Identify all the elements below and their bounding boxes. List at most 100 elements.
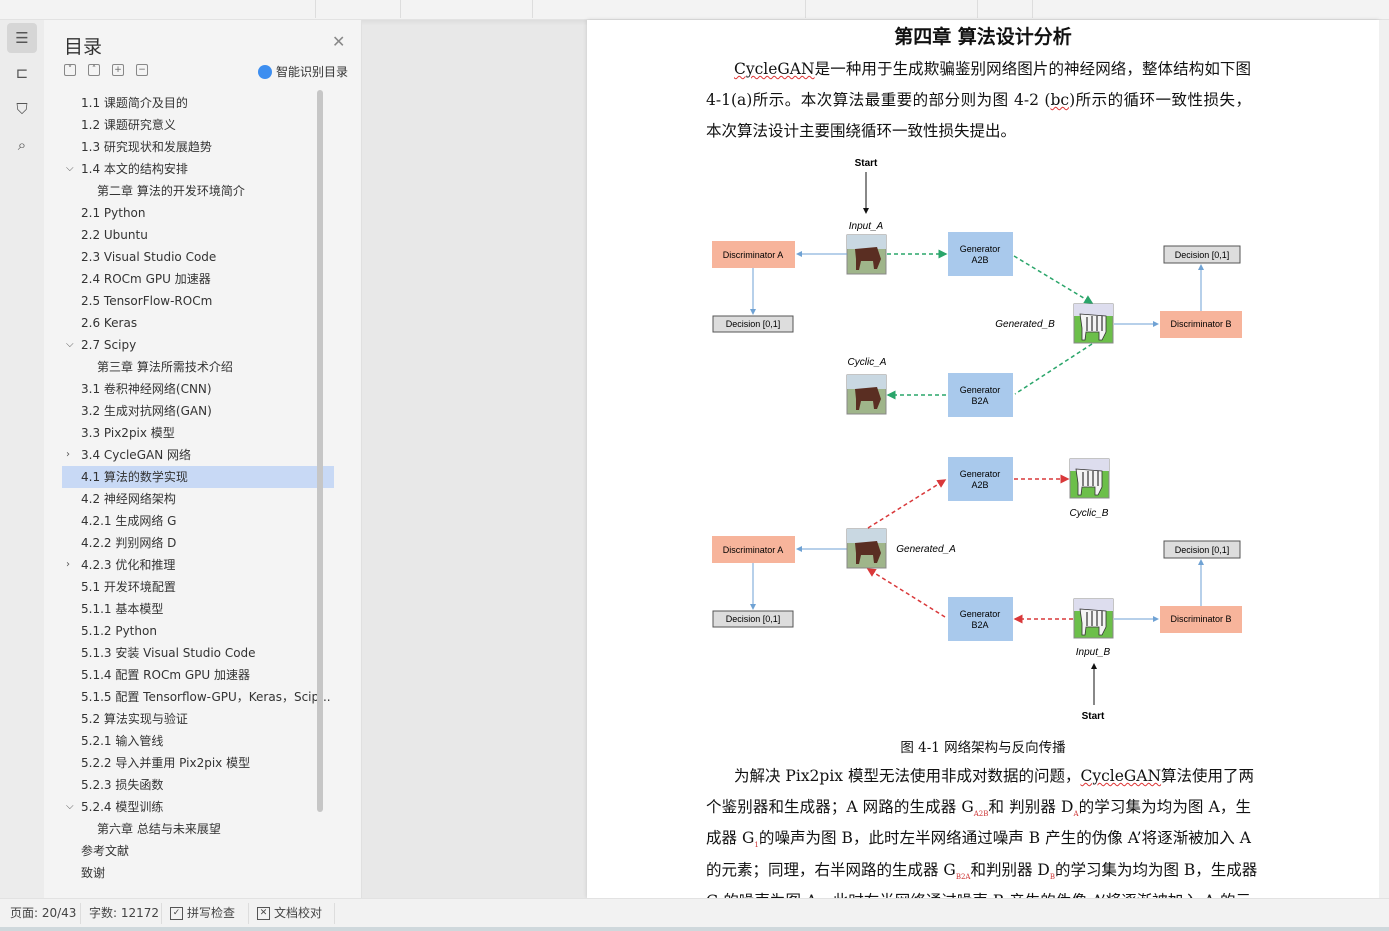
box-label: Decision [0,1] [726, 614, 781, 624]
toc-item[interactable]: 4.2 神经网络架构 [62, 488, 334, 510]
toc-item-label: 2.5 TensorFlow-ROCm [81, 294, 213, 308]
toc-item[interactable]: 4.1 算法的数学实现 [62, 466, 334, 488]
toc-item[interactable]: 3.1 卷积神经网络(CNN) [62, 378, 334, 400]
expand-up-icon[interactable]: ˄ [88, 64, 100, 76]
toc-item[interactable]: 2.3 Visual Studio Code [62, 246, 334, 268]
toc-item[interactable]: 4.2.1 生成网络 G [62, 510, 334, 532]
subscript: B [1049, 873, 1055, 882]
add-item-icon[interactable]: + [112, 64, 124, 76]
page-count[interactable]: 页面: 20/43 [10, 906, 77, 920]
subscript: B2A [955, 873, 971, 882]
search-icon[interactable]: ⌕ [17, 136, 27, 154]
subscript: A2B [973, 810, 989, 819]
box-label: Discriminator A [723, 545, 784, 555]
toc-item[interactable]: 5.1.1 基本模型 [62, 598, 334, 620]
toc-item-label: 5.2.1 输入管线 [81, 734, 164, 748]
toc-item[interactable]: 2.1 Python [62, 202, 334, 224]
toc-item-label: 4.2 神经网络架构 [81, 492, 176, 506]
chevron-right-icon[interactable]: › [66, 559, 70, 570]
proofread-button[interactable]: ✕文档校对 [257, 899, 322, 928]
toc-item-label: 2.3 Visual Studio Code [81, 250, 217, 264]
divider [977, 0, 978, 18]
smart-toc-label: 智能识别目录 [276, 65, 349, 79]
toc-item-label: 1.2 课题研究意义 [81, 118, 176, 132]
toc-item-label: 5.1.1 基本模型 [81, 602, 164, 616]
toc-list: 1.1 课题简介及目的 1.2 课题研究意义 1.3 研究现状和发展趋势 ⌵1.4 本… [62, 90, 354, 890]
toc-item[interactable]: 1.2 课题研究意义 [62, 114, 334, 136]
toc-item[interactable]: 2.2 Ubuntu [62, 224, 334, 246]
toc-item-label: 1.1 课题简介及目的 [81, 96, 188, 110]
spell-flag: bc [1050, 91, 1070, 109]
toc-panel-icon[interactable]: ☰ [7, 23, 37, 53]
toc-item[interactable]: 1.1 课题简介及目的 [62, 92, 334, 114]
bookmark-icon[interactable]: ⛉ [16, 100, 28, 118]
toc-item[interactable]: 5.1.3 安装 Visual Studio Code [62, 642, 334, 664]
toc-item[interactable]: 2.4 ROCm GPU 加速器 [62, 268, 334, 290]
spell-check-button[interactable]: ✓拼写检查 [170, 899, 235, 928]
toc-item[interactable]: 1.3 研究现状和发展趋势 [62, 136, 334, 158]
chevron-right-icon[interactable]: › [66, 449, 70, 460]
toc-item[interactable]: 3.2 生成对抗网络(GAN) [62, 400, 334, 422]
check-icon: ✓ [170, 907, 183, 920]
toc-item[interactable]: 5.2.3 损失函数 [62, 774, 334, 796]
subscript: 1 [754, 841, 759, 850]
toc-item[interactable]: ⌵1.4 本文的结构安排 [62, 158, 334, 180]
toc-item[interactable]: 致谢 [62, 862, 334, 884]
toc-item[interactable]: 5.1.5 配置 Tensorflow-GPU，Keras，Scip... [62, 686, 334, 708]
toc-item[interactable]: ›3.4 CycleGAN 网络 [62, 444, 334, 466]
toc-item[interactable]: ⌵ 5.2.4 模型训练 [62, 796, 334, 818]
toc-item-label: 4.2.2 判别网络 D [81, 536, 177, 550]
paragraph-line: 为解决 Pix2pix 模型无法使用非成对数据的问题，CycleGAN算法使用了… [734, 765, 1254, 787]
toc-item[interactable]: 参考文献 [62, 840, 334, 862]
toc-item[interactable]: 2.6 Keras [62, 312, 334, 334]
cyclic-a-label: Cyclic_A [848, 357, 887, 368]
text: 和 判别器 D [988, 798, 1074, 816]
toc-item-label: 1.3 研究现状和发展趋势 [81, 140, 212, 154]
chevron-down-icon[interactable]: ⌵ [66, 163, 74, 174]
remove-item-icon[interactable]: − [136, 64, 148, 76]
toc-item[interactable]: 5.1.2 Python [62, 620, 334, 642]
toc-item-label: 5.2.4 模型训练 [81, 800, 164, 814]
toc-item[interactable]: 2.5 TensorFlow-ROCm [62, 290, 334, 312]
text: 为解决 Pix2pix 模型无法使用非成对数据的问题， [734, 767, 1081, 785]
toc-item[interactable]: 第二章 算法的开发环境简介 [62, 180, 334, 202]
paragraph-line: G 的噪声为图 A，此时右半网络通过噪声 B 产生的伪像 A’将逐渐被加入 A … [706, 890, 1251, 898]
toc-item[interactable]: 第三章 算法所需技术介绍 [62, 356, 334, 378]
box-label: Discriminator B [1170, 614, 1231, 624]
document-scrollbar[interactable] [1379, 20, 1389, 898]
close-icon[interactable]: ✕ [332, 32, 346, 51]
toc-item[interactable]: 第六章 总结与未来展望 [62, 818, 334, 840]
horse-image [846, 234, 887, 275]
toc-item[interactable]: 3.3 Pix2pix 模型 [62, 422, 334, 444]
spell-flag: CycleGAN [1080, 767, 1162, 785]
generated-a-label: Generated_A [896, 544, 956, 555]
chapter-heading: 第四章 算法设计分析 [894, 26, 1072, 48]
toc-item[interactable]: ›4.2.3 优化和推理 [62, 554, 334, 576]
toc-item[interactable]: ⌵2.7 Scipy [62, 334, 334, 356]
paragraph-line: 4-1(a)所示。本次算法最重要的部分则为图 4-2 (bc)所示的循环一致性损… [706, 89, 1251, 111]
toc-item[interactable]: 5.1 开发环境配置 [62, 576, 334, 598]
toc-item[interactable]: 5.2.1 输入管线 [62, 730, 334, 752]
word-count[interactable]: 字数: 12172 [89, 906, 160, 920]
generator-b2a-box [948, 597, 1013, 641]
toc-item-label: 5.1 开发环境配置 [81, 580, 176, 594]
box-label: Decision [0,1] [1175, 250, 1230, 260]
collapse-all-icon[interactable]: ˅ [64, 64, 76, 76]
divider [532, 0, 533, 18]
chevron-down-icon[interactable]: ⌵ [66, 339, 74, 350]
chevron-down-icon[interactable]: ⌵ [66, 801, 74, 812]
divider [334, 903, 335, 924]
text: 和判别器 D [970, 861, 1050, 879]
box-label: Decision [0,1] [1175, 545, 1230, 555]
smart-toc-button[interactable]: 智能识别目录 [258, 63, 348, 80]
text: )所示的循环一致性损失， [1069, 91, 1251, 109]
toc-item[interactable]: 5.1.4 配置 ROCm GPU 加速器 [62, 664, 334, 686]
toc-item[interactable]: 5.2 算法实现与验证 [62, 708, 334, 730]
toc-item[interactable]: 5.2.2 导入并重用 Pix2pix 模型 [62, 752, 334, 774]
toc-scrollbar[interactable] [317, 90, 323, 812]
paragraph-line: 成器 G1的噪声为图 B，此时左半网络通过噪声 B 产生的伪像 A’将逐渐被加入… [706, 827, 1251, 849]
toc-item[interactable]: 4.2.2 判别网络 D [62, 532, 334, 554]
navigation-icon[interactable]: ⊏ [15, 64, 29, 82]
toc-item-label: 2.6 Keras [81, 316, 138, 330]
toc-item-label: 第六章 总结与未来展望 [97, 822, 221, 836]
